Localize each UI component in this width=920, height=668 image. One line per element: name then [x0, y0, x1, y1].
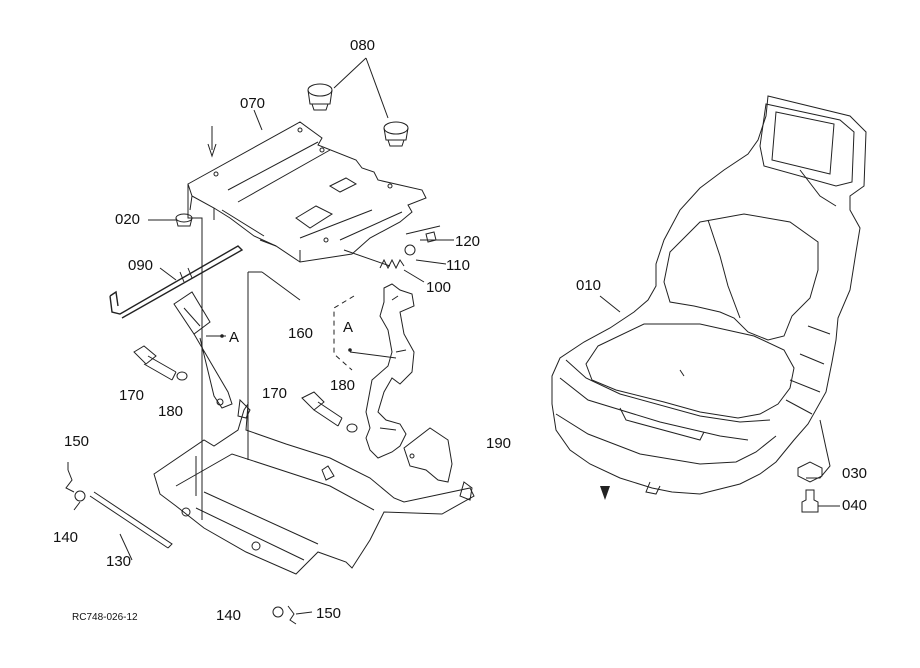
- bolt-170-left: [133, 345, 177, 381]
- detail-a-label-left: A: [229, 329, 239, 346]
- drawing-code: RC748-026-12: [72, 612, 138, 623]
- washer-140: [74, 490, 86, 502]
- nut-030: [797, 461, 823, 483]
- callout-120: 120: [455, 233, 480, 250]
- washer-140-detail: [272, 606, 284, 618]
- callout-090: 090: [128, 257, 153, 274]
- callout-170-left: 170: [119, 387, 144, 404]
- shaft-130: [89, 491, 173, 549]
- bolt-170-right: [301, 391, 343, 427]
- detail-a-label-right: A: [343, 319, 353, 336]
- callout-040: 040: [842, 497, 867, 514]
- callout-180-left: 180: [158, 403, 183, 420]
- pin-150-detail: [287, 605, 297, 625]
- callout-160: 160: [288, 325, 313, 342]
- washer-180-right: [346, 423, 358, 433]
- mounting-plate-070: [187, 121, 427, 263]
- callout-130: 130: [106, 553, 131, 570]
- cover-190: [403, 427, 453, 483]
- washer-110: [404, 244, 416, 256]
- detail-a-point-left: [220, 334, 224, 338]
- detail-a-bracket: [333, 295, 355, 371]
- seat-belt-160: [365, 283, 415, 459]
- bolt-040: [801, 489, 819, 513]
- callout-030: 030: [842, 465, 867, 482]
- callout-150-detail: 150: [316, 605, 341, 622]
- seat-base-frame: [153, 398, 475, 575]
- callout-080: 080: [350, 37, 375, 54]
- grommet-020: [175, 213, 193, 227]
- grommet-080-b: [383, 121, 409, 147]
- rod-090: [109, 245, 244, 319]
- callout-170-right: 170: [262, 385, 287, 402]
- seat-belt-buckle: [173, 291, 233, 409]
- callout-010: 010: [576, 277, 601, 294]
- assembly-guides: [187, 184, 441, 520]
- washer-180-left: [176, 371, 188, 381]
- detail-a-point-right: [348, 348, 352, 352]
- callout-100: 100: [426, 279, 451, 296]
- leader-lines: [67, 57, 840, 615]
- grommet-080-a: [307, 83, 333, 111]
- callout-140-detail: 140: [216, 607, 241, 624]
- callout-020: 020: [115, 211, 140, 228]
- callout-110: 110: [446, 257, 470, 274]
- callout-180-right: 180: [330, 377, 355, 394]
- spring-100: [379, 258, 405, 270]
- direction-arrow-icon: [600, 486, 610, 500]
- callout-070: 070: [240, 95, 265, 112]
- pin-150: [65, 469, 75, 493]
- callout-140: 140: [53, 529, 78, 546]
- seat-010: [551, 95, 867, 495]
- callout-190: 190: [486, 435, 511, 452]
- callout-150: 150: [64, 433, 89, 450]
